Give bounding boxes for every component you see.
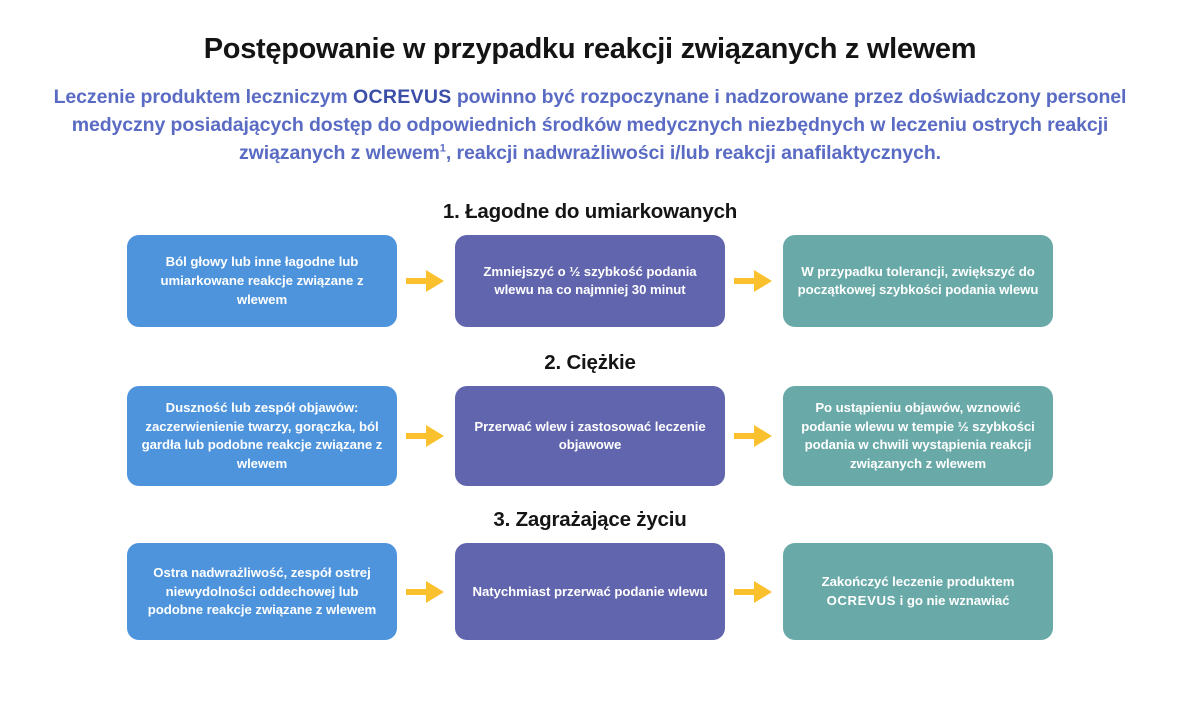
flow-box-1-symptom-label: Ból głowy lub inne łagodne lub umiarkowa… — [160, 254, 364, 307]
flow-box-2-symptom: Duszność lub zespół objawów: zaczerwieni… — [127, 386, 397, 487]
flow-box-3-outcome-part1: Zakończyć leczenie produktem — [821, 574, 1015, 590]
arrow-right-icon — [734, 580, 772, 603]
section-mild-moderate: 1. Łagodne do umiarkowanych Ból głowy lu… — [0, 200, 1180, 328]
footnote-marker: 1 — [439, 142, 446, 155]
arrow-right-icon — [406, 270, 444, 293]
section-life-threatening: 3. Zagrażające życiu Ostra nadwrażliwość… — [0, 508, 1180, 641]
subtitle-text-part1: Leczenie produktem leczniczym — [53, 86, 353, 109]
flow-box-2-action-label: Przerwać wlew i zastosować leczenie obja… — [474, 418, 706, 453]
flow-box-2-action: Przerwać wlew i zastosować leczenie obja… — [455, 386, 725, 487]
flow-box-3-action-label: Natychmiast przerwać podanie wlewu — [472, 583, 708, 599]
arrow-slot-2-1 — [397, 421, 455, 451]
flow-box-1-outcome: W przypadku tolerancji, zwiększyć do poc… — [783, 235, 1053, 328]
flow-row-3: Ostra nadwrażliwość, zespół ostrej niewy… — [0, 543, 1180, 641]
flow-box-3-outcome-part2: i go nie wznawiać — [896, 592, 1010, 608]
flow-box-3-action: Natychmiast przerwać podanie wlewu — [455, 543, 725, 641]
flow-box-3-outcome: Zakończyć leczenie produktem OCREVUS i g… — [783, 543, 1053, 641]
flow-box-2-outcome-label: Po ustąpieniu objawów, wznowić podanie w… — [801, 399, 1035, 472]
section-heading-3: 3. Zagrażające życiu — [493, 508, 687, 532]
arrow-right-icon — [734, 425, 772, 448]
flow-box-1-symptom: Ból głowy lub inne łagodne lub umiarkowa… — [127, 235, 397, 328]
arrow-slot-2-2 — [725, 421, 783, 451]
flow-box-1-action-label: Zmniejszyć o ½ szybkość podania wlewu na… — [483, 263, 697, 298]
flow-row-1: Ból głowy lub inne łagodne lub umiarkowa… — [0, 235, 1180, 328]
arrow-right-icon — [734, 270, 772, 293]
flow-box-3-outcome-text: Zakończyć leczenie produktem OCREVUS i g… — [795, 573, 1041, 610]
flow-box-2-symptom-label: Duszność lub zespół objawów: zaczerwieni… — [141, 399, 383, 472]
subtitle-paragraph: Leczenie produktem leczniczym OCREVUS po… — [30, 84, 1150, 167]
page-title: Postępowanie w przypadku reakcji związan… — [203, 33, 977, 65]
subtitle-text-part2: powinno być rozpoczynane i nadzorowane p… — [71, 86, 1127, 164]
flow-box-1-outcome-label: W przypadku tolerancji, zwiększyć do poc… — [797, 263, 1039, 298]
flow-box-3-symptom: Ostra nadwrażliwość, zespół ostrej niewy… — [127, 543, 397, 641]
subtitle-text-part3: , reakcji nadwrażliwości i/lub reakcji a… — [445, 141, 941, 164]
arrow-slot-3-1 — [397, 577, 455, 607]
flow-box-1-action: Zmniejszyć o ½ szybkość podania wlewu na… — [455, 235, 725, 328]
section-heading-2: 2. Ciężkie — [544, 351, 636, 375]
arrow-right-icon — [406, 580, 444, 603]
arrow-slot-3-2 — [725, 577, 783, 607]
flow-row-2: Duszność lub zespół objawów: zaczerwieni… — [0, 386, 1180, 487]
brand-name-ocrevus: OCREVUS — [352, 86, 452, 109]
section-heading-1: 1. Łagodne do umiarkowanych — [442, 200, 738, 224]
arrow-right-icon — [406, 425, 444, 448]
arrow-slot-1-1 — [397, 266, 455, 296]
flow-box-2-outcome: Po ustąpieniu objawów, wznowić podanie w… — [783, 386, 1053, 487]
section-severe: 2. Ciężkie Duszność lub zespół objawów: … — [0, 351, 1180, 487]
infographic-page: Postępowanie w przypadku reakcji związan… — [0, 33, 1180, 704]
arrow-slot-1-2 — [725, 266, 783, 296]
brand-name-ocrevus-box: OCREVUS — [826, 592, 896, 608]
flow-box-3-symptom-label: Ostra nadwrażliwość, zespół ostrej niewy… — [147, 564, 377, 618]
